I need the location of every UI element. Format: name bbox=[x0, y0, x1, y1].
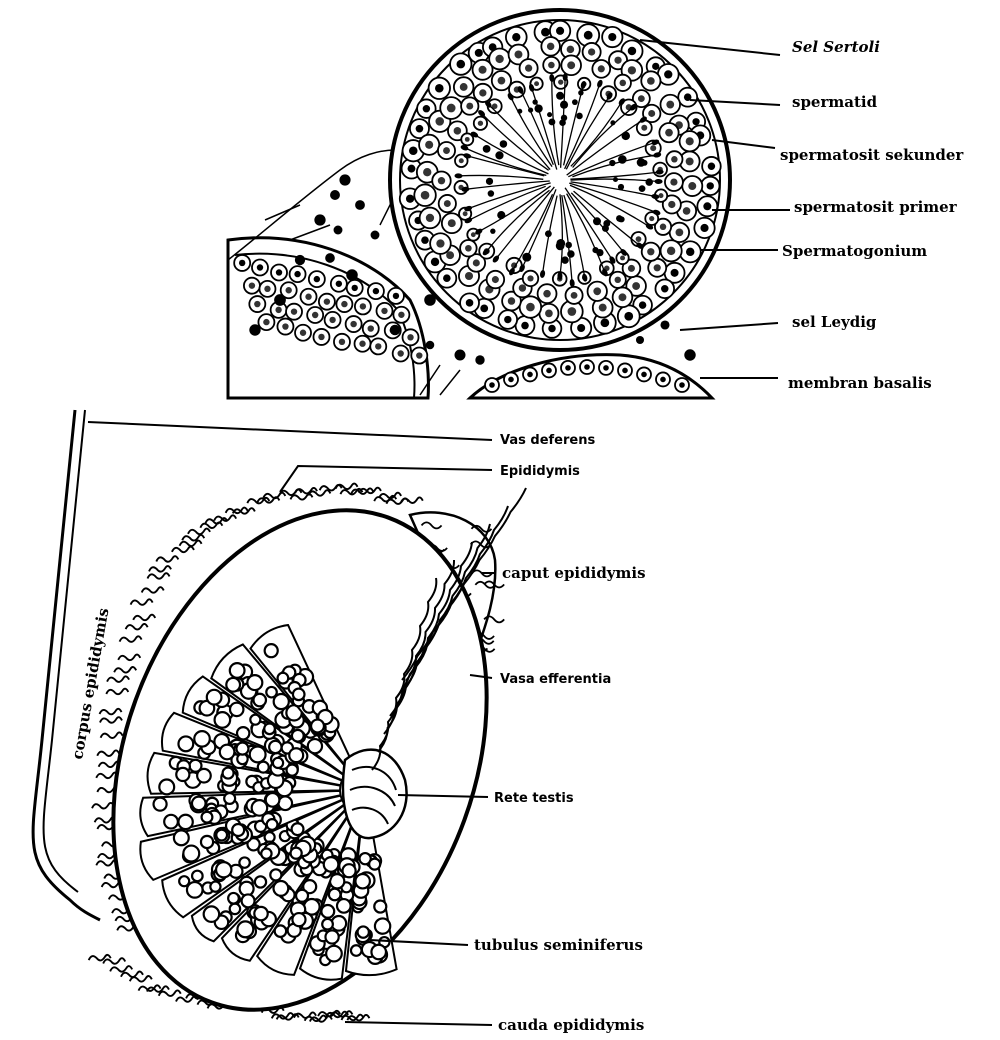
label-spermatid: spermatid bbox=[792, 93, 878, 111]
testis-section: Vas deferens Epididymis caput epididymis… bbox=[33, 410, 645, 1040]
label-vas-deferens: Vas deferens bbox=[500, 433, 595, 448]
adjacent-tubule-bottom bbox=[470, 355, 712, 398]
label-tubulus-seminiferus: tubulus seminiferus bbox=[474, 936, 643, 954]
label-corpus-epididymis: corpus epididymis bbox=[68, 607, 112, 761]
label-epididymis: Epididymis bbox=[500, 464, 580, 479]
label-spermatogonium: Spermatogonium bbox=[782, 242, 927, 260]
label-rete-testis: Rete testis bbox=[494, 791, 574, 806]
label-spermatosit-sekunder: spermatosit sekunder bbox=[780, 146, 964, 164]
seminiferous-tubule-section: Sel Sertoli spermatid spermatosit sekund… bbox=[228, 10, 964, 398]
label-sel-sertoli: Sel Sertoli bbox=[792, 38, 880, 56]
label-sel-leydig: sel Leydig bbox=[792, 313, 877, 331]
label-membran-basalis: membran basalis bbox=[788, 374, 932, 392]
label-caput-epididymis: caput epididymis bbox=[502, 564, 646, 582]
label-spermatosit-primer: spermatosit primer bbox=[794, 198, 958, 216]
label-cauda-epididymis: cauda epididymis bbox=[498, 1016, 644, 1034]
label-vasa-efferentia: Vasa efferentia bbox=[500, 672, 611, 687]
main-seminiferous-tubule bbox=[390, 10, 730, 350]
